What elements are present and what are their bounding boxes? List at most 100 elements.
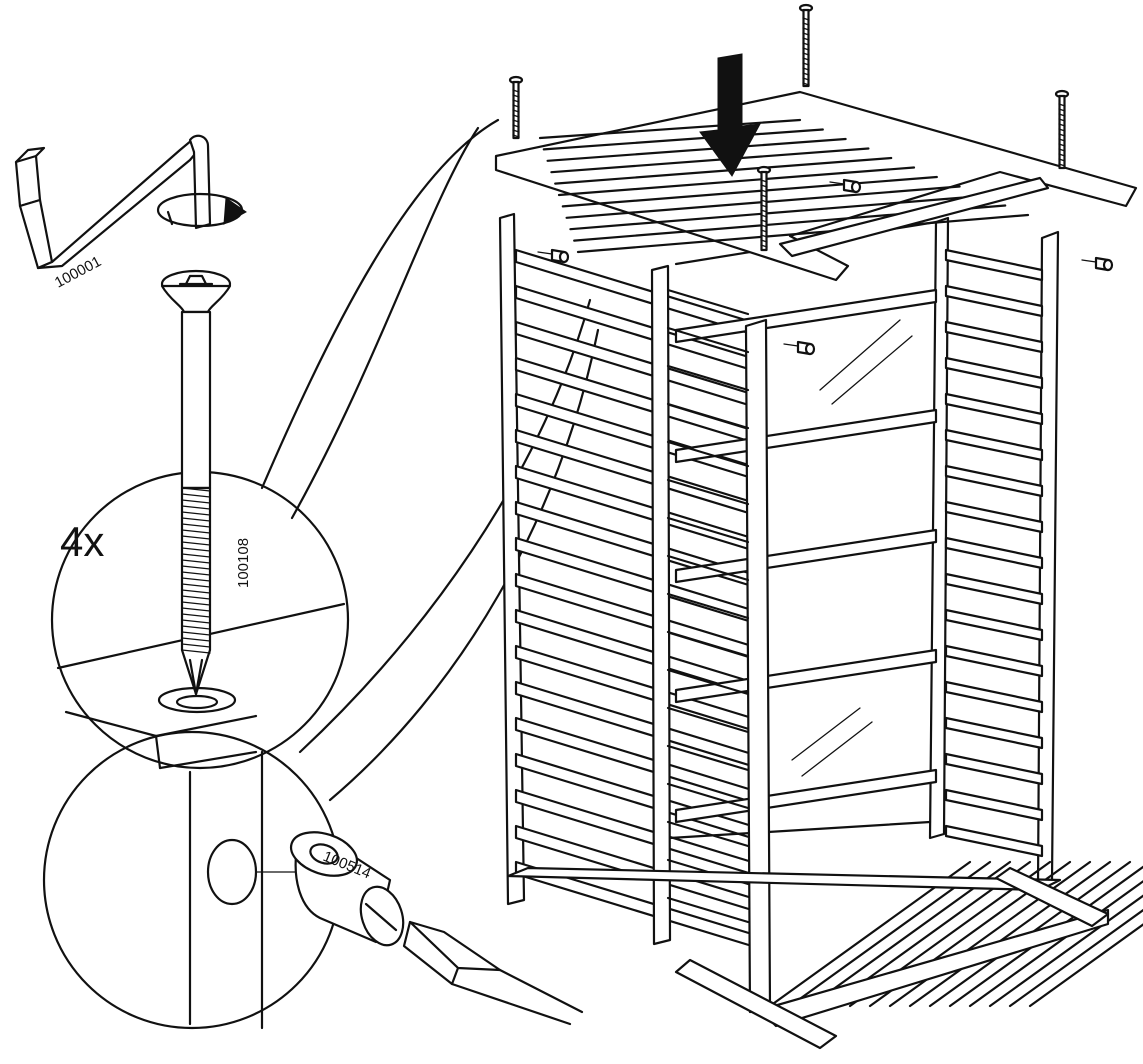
screw-thread [1058, 103, 1066, 107]
thread-line [181, 559, 211, 564]
slat [944, 464, 1044, 498]
thread-line [181, 511, 211, 516]
back-panel [668, 216, 950, 840]
screw-thread [802, 67, 810, 71]
nut-end [558, 250, 570, 264]
slat-edge [666, 364, 750, 392]
screw-thread [512, 114, 520, 118]
screw-part [160, 269, 232, 696]
top-slat-edge [546, 137, 847, 162]
top-slat-edge [542, 128, 824, 151]
slat [944, 680, 1044, 714]
screw-thread [802, 42, 810, 46]
screw-detail-circle: 100108 4x [50, 269, 350, 770]
screw-thread [760, 209, 768, 213]
screw-thread [512, 124, 520, 128]
screw-thread [760, 239, 768, 243]
screw-thread [1058, 143, 1066, 147]
screw-thread [802, 72, 810, 76]
screw-thread [802, 47, 810, 51]
slat [944, 320, 1044, 354]
slat [944, 824, 1044, 858]
slat [944, 392, 1044, 426]
thread-line [181, 535, 211, 540]
thread-line [181, 529, 211, 534]
top-slat-edge [550, 147, 870, 174]
slat-edge [666, 554, 750, 582]
screw-thread [1058, 118, 1066, 122]
screw-thread [802, 57, 810, 61]
screw-thread [760, 179, 768, 183]
screw-threads [181, 487, 211, 654]
screw-thread [1058, 148, 1066, 152]
nut-end [1102, 258, 1114, 272]
top-screws [508, 3, 1070, 252]
thread-line [181, 625, 211, 630]
screw-thread [512, 89, 520, 93]
barrel-nut-part [289, 831, 405, 947]
thread-line [181, 583, 211, 588]
slat-edge [666, 782, 750, 810]
screw-thread [802, 82, 810, 86]
barrel-nut [1081, 256, 1114, 272]
thread-line [181, 541, 211, 546]
thread-line [181, 601, 211, 606]
screw [508, 75, 524, 140]
back-panel-rails [674, 288, 938, 824]
quantity-label: 4x [60, 518, 104, 565]
slat [944, 356, 1044, 390]
screw-thread [802, 17, 810, 21]
slat [944, 536, 1044, 570]
thread-line [181, 547, 211, 552]
thread-line [181, 607, 211, 612]
slat [944, 788, 1044, 822]
screw-thread [512, 104, 520, 108]
screw-thread [802, 62, 810, 66]
frame-barrel-nuts [537, 178, 1114, 356]
screw-thread [1058, 108, 1066, 112]
slat-edge [666, 326, 750, 354]
slat-edge [666, 744, 750, 772]
screw-thread [1058, 163, 1066, 167]
left-panel-slats [514, 248, 754, 948]
slat-edge [666, 288, 750, 316]
screw-thread [760, 219, 768, 223]
allen-key-icon: 100001 [14, 134, 212, 292]
screw-thread [1058, 123, 1066, 127]
screw-thread [512, 134, 520, 138]
thread-line [181, 505, 211, 510]
base-slat-edge [908, 860, 1112, 1008]
top-slat-edge [569, 194, 984, 231]
thread-line [181, 595, 211, 600]
screw-thread [512, 109, 520, 113]
slat [944, 572, 1044, 606]
barrel-nut-detail-circle: 100514 [42, 730, 584, 1030]
right-panel-slats [944, 248, 1044, 858]
nut-end [804, 342, 816, 356]
slat-edge [666, 402, 750, 430]
screw [798, 3, 814, 88]
screw-thread [760, 204, 768, 208]
top-panel-slats [538, 118, 1030, 254]
screw-thread [802, 27, 810, 31]
callout-leader-lines [260, 118, 600, 802]
slat [944, 752, 1044, 786]
screw-thread [802, 22, 810, 26]
nut-guide [829, 181, 845, 185]
slat-edge [666, 706, 750, 734]
screw-thread [802, 52, 810, 56]
slat-edge [666, 630, 750, 658]
nut-guide [537, 251, 553, 255]
screw [756, 165, 772, 252]
base-slat-edge [988, 894, 1143, 1008]
base-slat-edge [888, 860, 1092, 1008]
thread-line [181, 637, 211, 642]
screw-thread [1058, 153, 1066, 157]
thread-line [181, 571, 211, 576]
thread-line [181, 589, 211, 594]
slat-edge [666, 668, 750, 696]
screw-thread [512, 129, 520, 133]
rail [674, 288, 938, 344]
slat-edge [666, 516, 750, 544]
screw-thread [512, 99, 520, 103]
